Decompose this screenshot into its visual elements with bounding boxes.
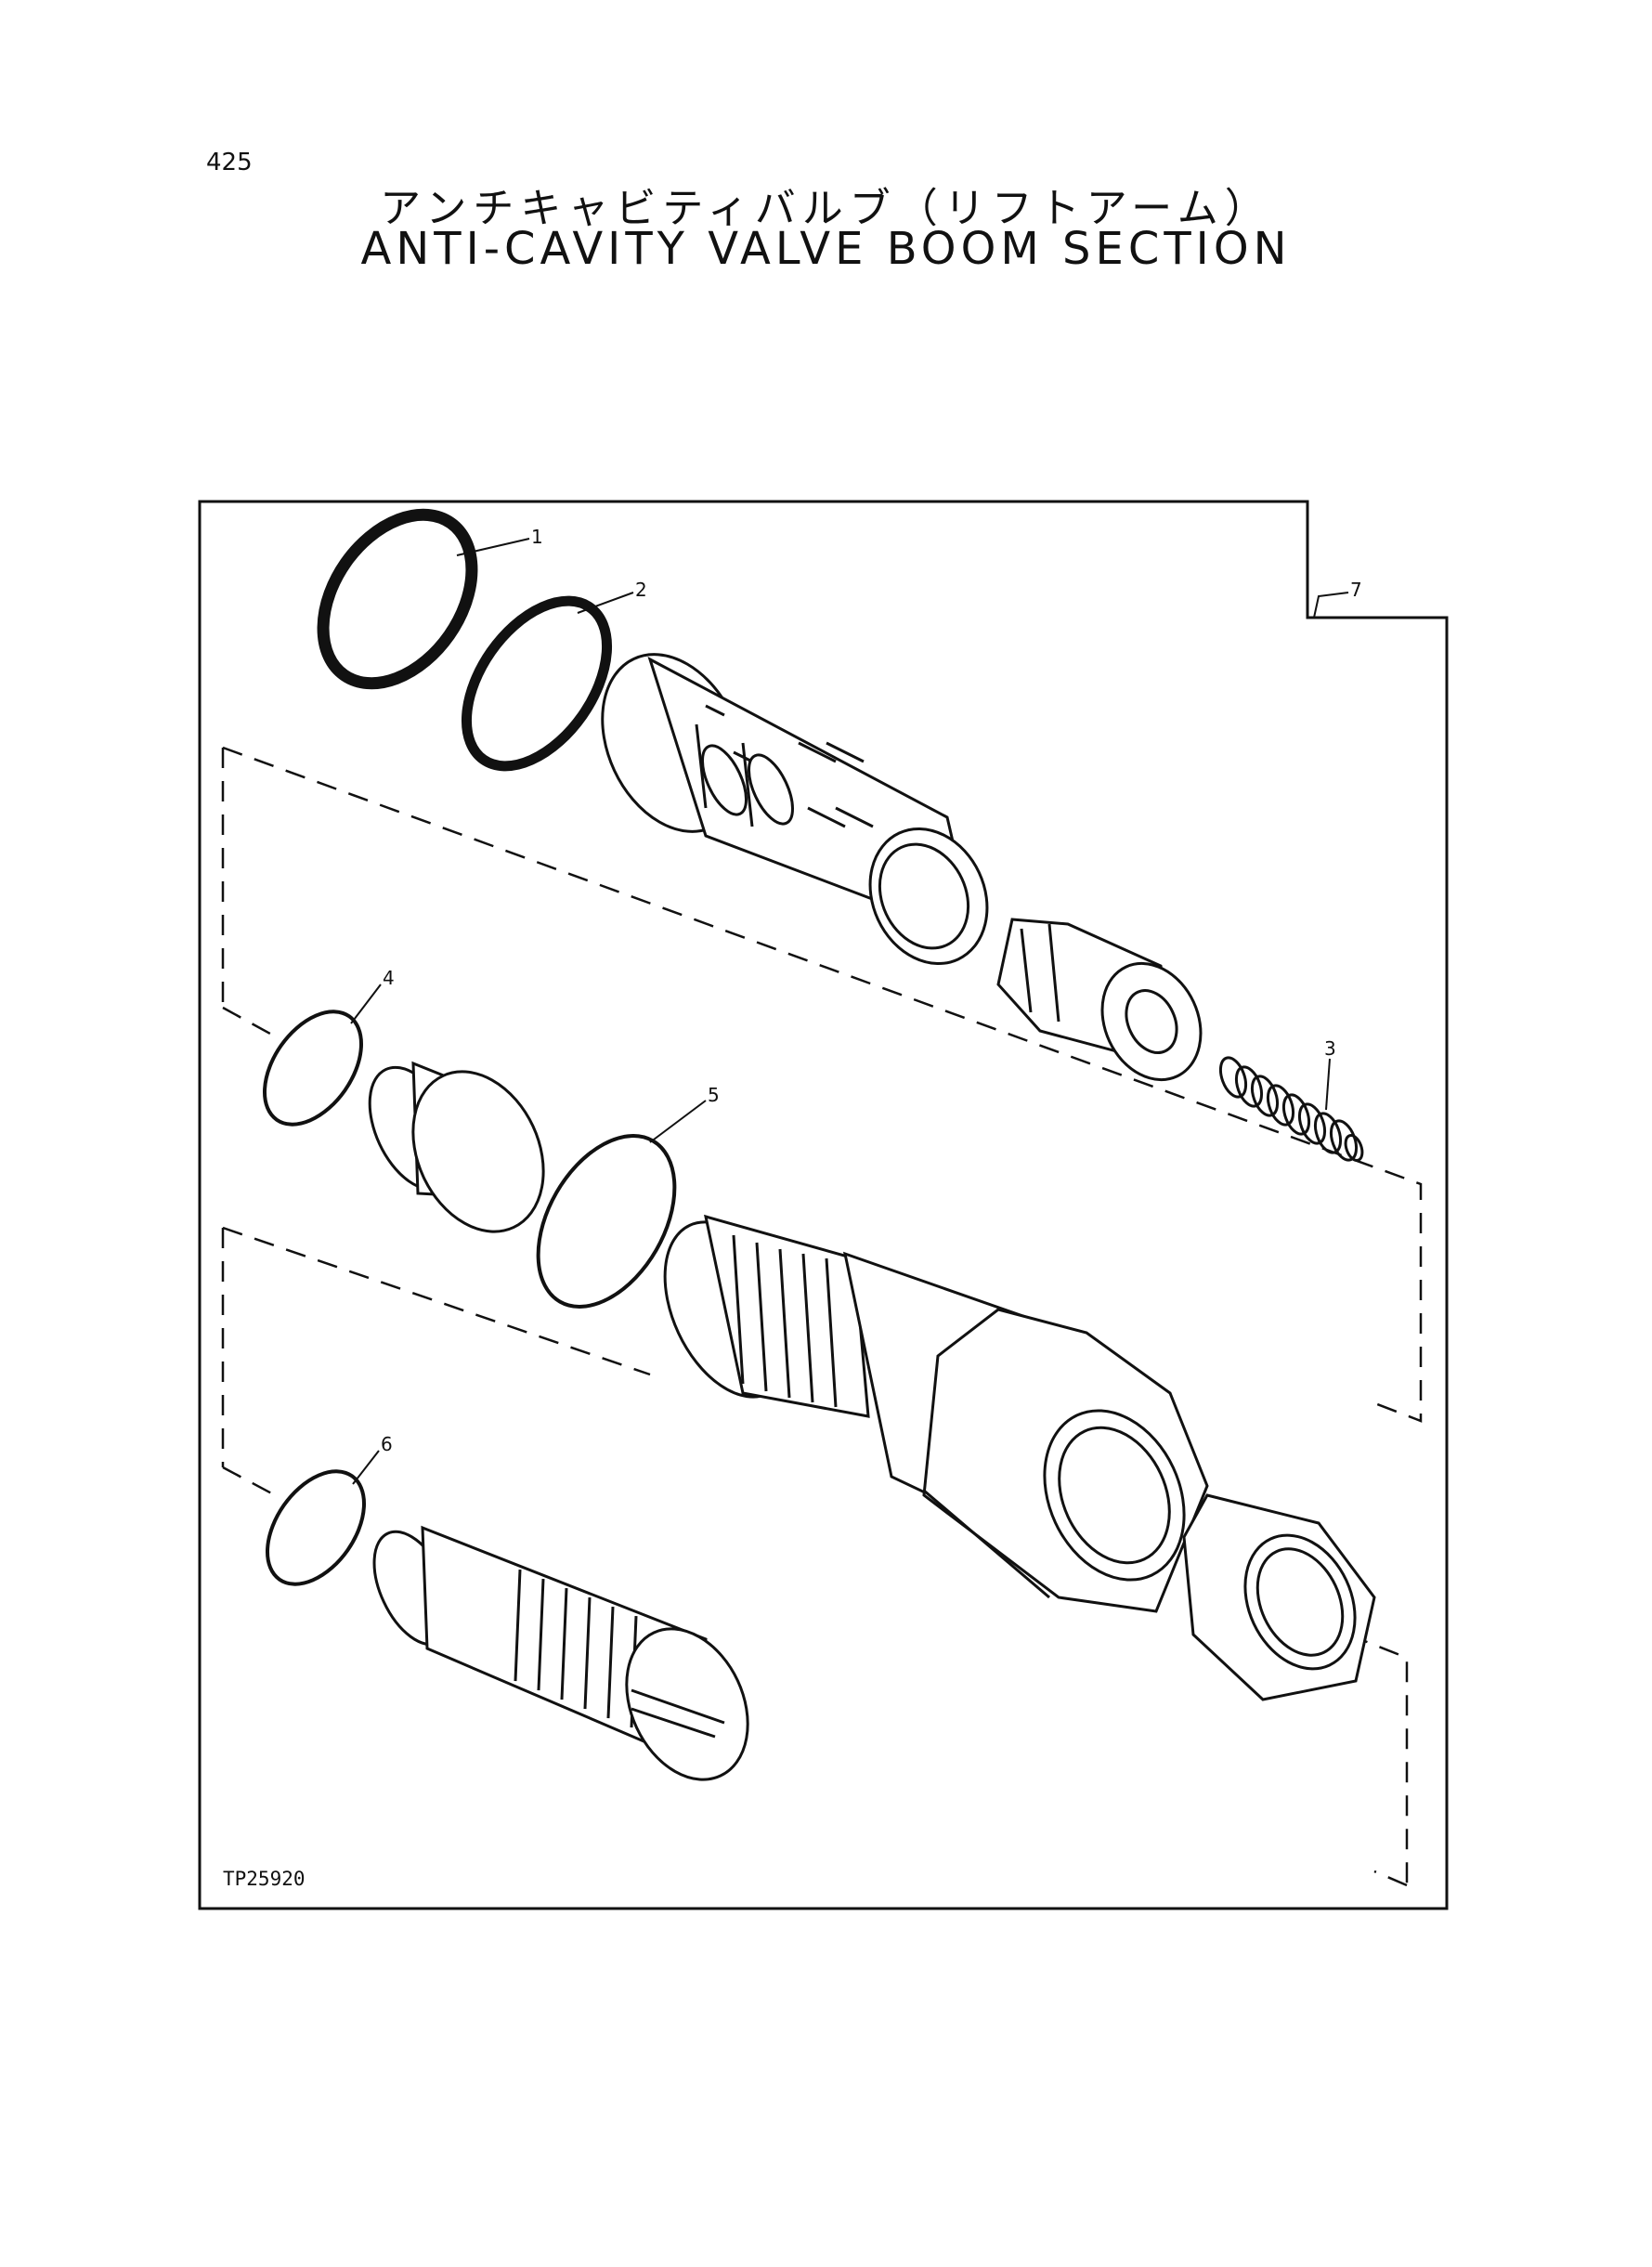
assembly-boundary-upper <box>221 746 1423 1423</box>
callout-3: 3 <box>1324 1037 1336 1060</box>
title-english: ANTI-CAVITY VALVE BOOM SECTION <box>360 223 1292 275</box>
assembly-boundary-lower <box>221 1226 1409 1887</box>
valve-body <box>663 1214 1209 1613</box>
page-number: 425 <box>206 149 253 176</box>
callout-5: 5 <box>708 1084 720 1106</box>
callout-7: 7 <box>1350 579 1362 601</box>
leader-lines <box>350 538 1349 1485</box>
valve-sleeve <box>601 653 989 966</box>
o-ring-part-6 <box>265 1469 367 1586</box>
callout-4: 4 <box>383 967 395 989</box>
callout-1: 1 <box>531 526 543 548</box>
lock-nut <box>1182 1493 1376 1701</box>
o-ring-part-1 <box>317 508 478 690</box>
title-japanese: アンチキャビティバルブ（リフトアーム） <box>380 185 1272 232</box>
callout-2: 2 <box>635 579 647 601</box>
adjusting-screw <box>372 1525 749 1781</box>
diagram-frame <box>198 500 1449 1910</box>
reference-code: TP25920 <box>223 1868 306 1890</box>
poppet <box>996 918 1203 1082</box>
spring-part-3 <box>1218 1056 1364 1162</box>
callout-6: 6 <box>381 1433 393 1455</box>
o-ring-part-4 <box>262 1010 364 1127</box>
plug <box>368 1061 545 1233</box>
